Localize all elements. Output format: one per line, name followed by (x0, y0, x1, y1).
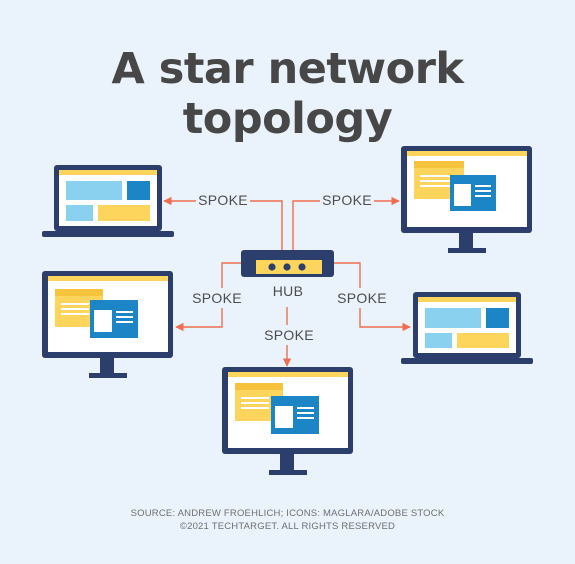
spoke-label-mid-right: SPOKE (337, 290, 387, 306)
hub-label: HUB (273, 283, 303, 299)
spoke-label-mid-left: SPOKE (192, 290, 242, 306)
spoke-label-top-left: SPOKE (198, 192, 248, 208)
page-title: A star network topology (0, 44, 575, 144)
desktop-monitor-icon (401, 146, 532, 253)
laptop-icon (401, 292, 533, 364)
desktop-monitor-icon (42, 271, 173, 378)
laptop-icon (42, 165, 174, 237)
copyright-notice: ©2021 TECHTARGET. ALL RIGHTS RESERVED (179, 521, 396, 532)
hub-router-icon (241, 250, 334, 277)
title-line-1: A star network (111, 44, 465, 94)
source-credit: SOURCE: ANDREW FROEHLICH; ICONS: MAGLARA… (130, 508, 445, 519)
title-line-2: topology (182, 94, 393, 144)
desktop-monitor-icon (222, 367, 353, 475)
spoke-label-top-right: SPOKE (322, 192, 372, 208)
spoke-label-bottom: SPOKE (264, 327, 314, 343)
